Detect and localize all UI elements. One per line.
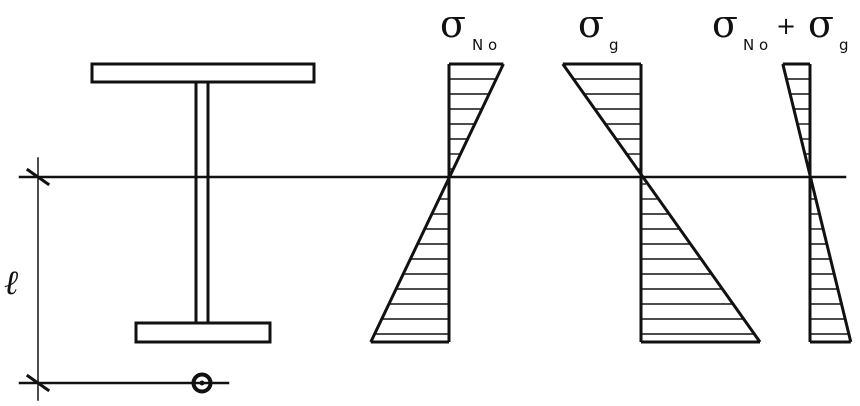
stress-slope-line [561,63,762,343]
stress-slope-line [781,63,853,343]
sigma-sum-subscript-2: g [839,36,849,54]
centroid-dot [199,380,205,386]
plus-sign: + [776,12,796,40]
stress-diagram-sigma-n0 [369,62,505,344]
diagram-headings: σ N o σ g σ N o + σ g [440,2,849,54]
sigma-sum-symbol-1: σ [712,2,738,46]
bottom-flange [134,321,272,344]
dimension-tick-bottom [25,373,51,393]
stress-diagram-sigma-g [561,62,762,344]
sigma-sum-symbol-2: σ [808,2,834,46]
sigma-g-subscript: g [609,36,619,54]
dimension-tick-top [25,167,51,187]
sigma-n0-subscript: N o [472,36,497,54]
top-flange [90,62,316,84]
stress-diagram-sigma-sum [781,62,853,344]
web [194,80,210,325]
stress-slope-line [369,63,505,343]
sigma-n0-symbol: σ [440,2,466,46]
sigma-g-symbol: σ [578,2,604,46]
sigma-sum-subscript-1: N o [743,36,768,54]
i-beam-section [90,62,316,344]
centroid-marker [191,372,213,394]
length-dimension: ℓ [4,157,230,401]
length-label: ℓ [4,263,18,303]
